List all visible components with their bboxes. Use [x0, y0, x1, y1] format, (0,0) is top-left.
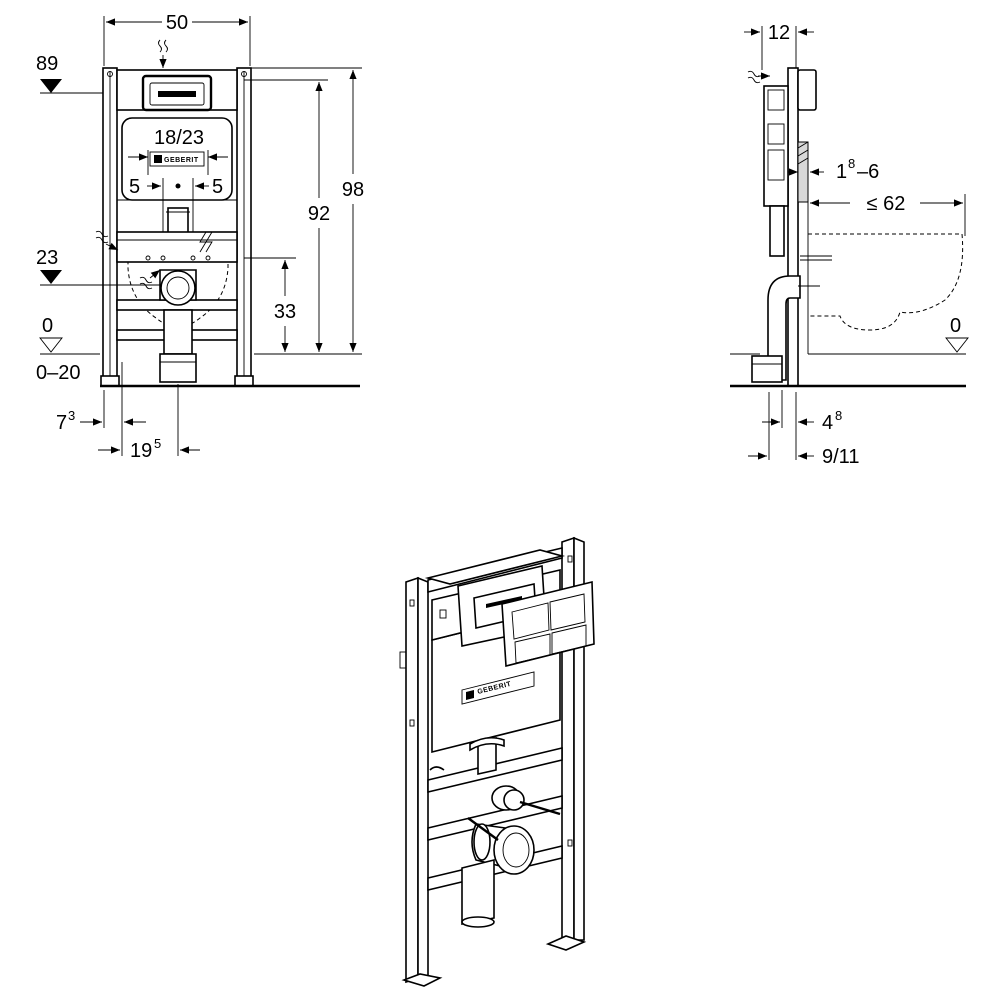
wall-thickness-dimension: 1 8 –6 [788, 156, 879, 183]
wc-bowl-dashed [800, 233, 964, 331]
marker-89-label: 89 [36, 53, 58, 75]
height-dimensions: 33 92 98 [244, 67, 364, 355]
side-view: 12 1 8 –6 [730, 22, 969, 468]
range-base: 1 [836, 161, 847, 183]
marker-23: 23 [36, 247, 160, 286]
bottom-offsets-side: 4 8 9/11 [748, 390, 859, 468]
floor-marker-side: 0 [730, 315, 969, 388]
cistern-side [763, 67, 817, 387]
left-5-label: 5 [129, 176, 140, 198]
iso-top-frame [424, 546, 566, 594]
range-rest: –6 [857, 161, 879, 183]
water-supply-icon [158, 39, 168, 68]
width-dimension: 50 [103, 12, 251, 66]
marker-23-label: 23 [36, 247, 58, 269]
floor-label-side: 0 [950, 315, 961, 337]
range-sup: 8 [848, 156, 855, 171]
floor-label-front: 0 [42, 315, 53, 337]
spacing-label: 18/23 [154, 127, 204, 149]
iso-flush-plate [457, 565, 595, 668]
offset-4-base: 4 [822, 412, 833, 434]
bottom-offsets-front: 7 3 19 5 [56, 362, 200, 462]
height-98-label: 98 [342, 179, 364, 201]
iso-flush-pipe [469, 736, 561, 816]
height-33-label: 33 [274, 301, 296, 323]
floor-range-label: 0–20 [36, 362, 81, 384]
water-inlet-icon [95, 230, 161, 290]
width-label: 50 [166, 12, 188, 34]
side-drain [751, 275, 820, 383]
isometric-view: GEBERIT [399, 536, 595, 987]
floor-marker-front: 0 0–20 [36, 315, 360, 388]
depth-12-dimension: 12 [744, 22, 814, 70]
iso-drain [461, 817, 535, 928]
offset-19-sup: 5 [154, 436, 161, 451]
side-water-icon [747, 70, 770, 84]
drain-outlet [116, 269, 238, 383]
cistern-logo: GEBERIT [164, 157, 199, 164]
bowl-length-label: ≤ 62 [867, 193, 906, 215]
offset-19-base: 19 [130, 440, 152, 462]
cistern-front: GEBERIT [116, 69, 238, 201]
offset-7-sup: 3 [68, 408, 75, 423]
lower-bar [116, 231, 238, 263]
right-5-label: 5 [212, 176, 223, 198]
electric-icon [199, 231, 213, 253]
depth-12-label: 12 [768, 22, 790, 44]
frame-legs [100, 67, 254, 387]
offset-7-base: 7 [56, 412, 67, 434]
offset-9-label: 9/11 [822, 446, 859, 468]
height-92-label: 92 [308, 203, 330, 225]
front-view: 50 89 [36, 12, 364, 462]
bowl-length-dimension: ≤ 62 [807, 193, 966, 354]
spacing-dimension: 18/23 [128, 127, 228, 175]
iso-left-post [399, 576, 443, 987]
offset-4-sup: 8 [835, 408, 842, 423]
